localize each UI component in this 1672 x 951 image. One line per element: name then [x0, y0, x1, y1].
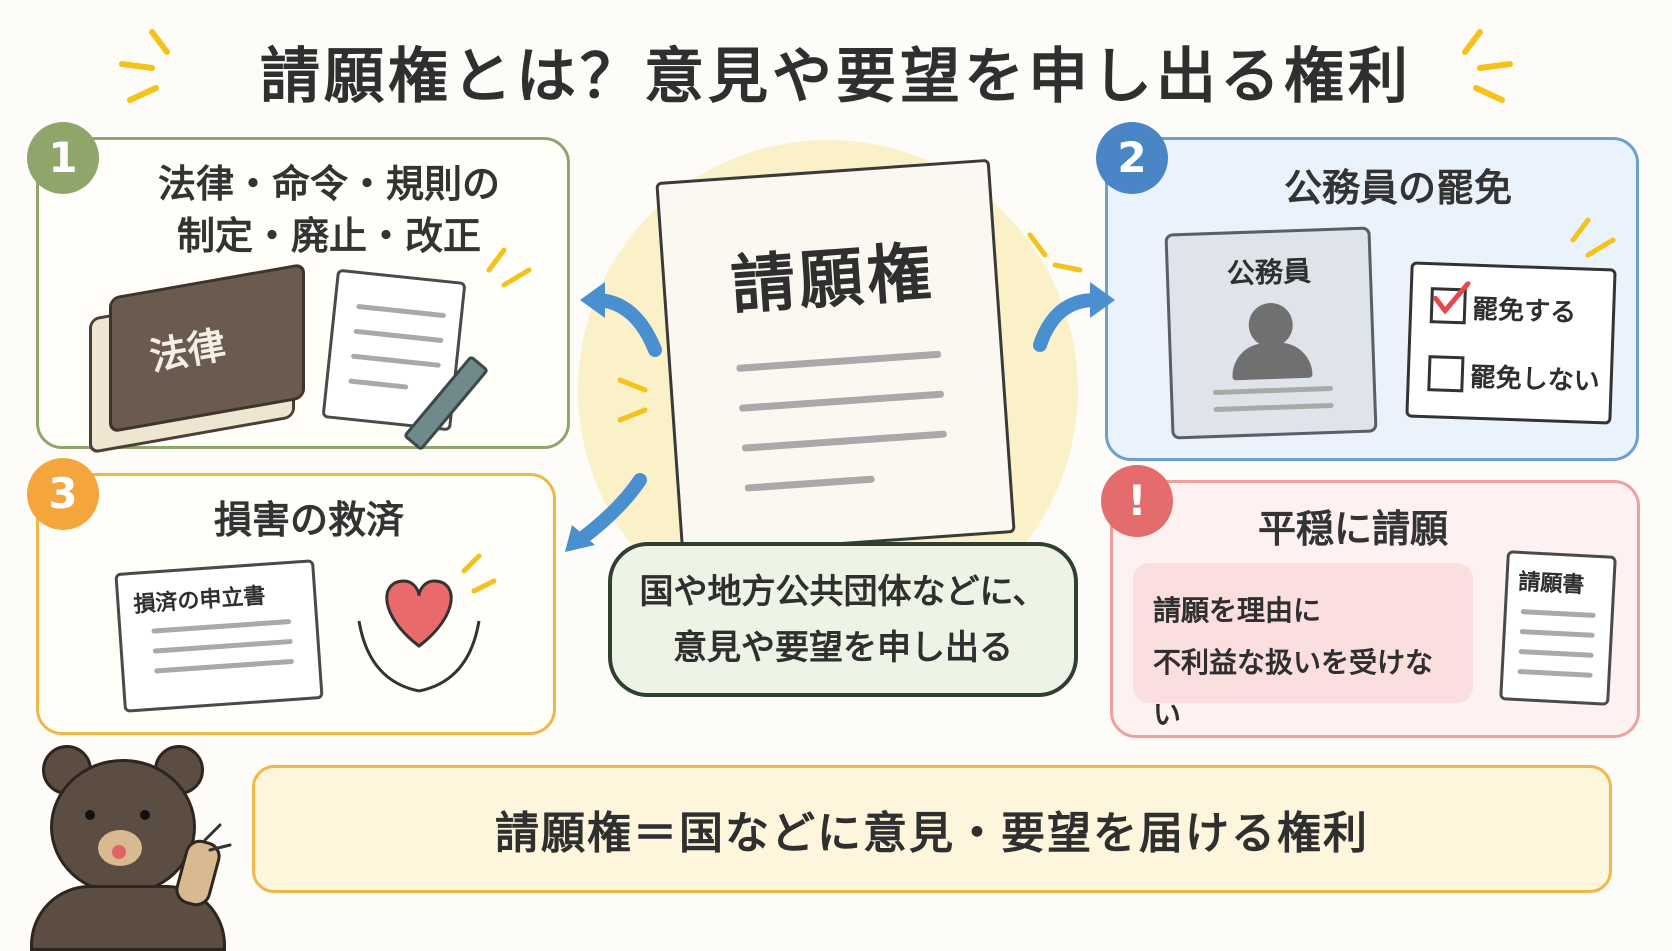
arrow-icon-to-panel2 — [1033, 282, 1115, 352]
checkbox-checked-icon — [1429, 280, 1471, 325]
summary-text: 請願権＝国などに意見・要望を届ける権利 — [495, 808, 1369, 859]
panel-law-title-line2: 制定・廃止・改正 — [176, 214, 481, 258]
ballot: 罷免する 罷免しない — [1405, 261, 1617, 425]
person-icon — [1247, 302, 1294, 348]
summary-box: 請願権＝国などに意見・要望を届ける権利 — [252, 765, 1612, 893]
sparkle-icon — [1027, 232, 1083, 273]
sparkle-icon — [1570, 217, 1616, 258]
badge-3: 3 — [27, 458, 99, 530]
panel-law-title-line1: 法律・命令・規則の — [157, 162, 500, 206]
option-not-dismiss: 罷免しない — [1469, 362, 1601, 398]
sparkle-icon — [203, 823, 232, 852]
arrow-icon-to-panel3 — [565, 473, 647, 552]
panel-peaceful-title: 平穏に請願 — [1257, 507, 1448, 551]
panel-dismissal-title: 公務員の罷免 — [1283, 166, 1512, 210]
checkbox-empty-icon — [1427, 355, 1465, 393]
panel-relief: 3 損害の救済 損済の申立書 — [27, 458, 556, 735]
card-label: 公務員 — [1226, 254, 1312, 291]
note-box: 請願を理由に 不利益な扱いを受けない — [1133, 563, 1473, 731]
petition-doc-label: 請願書 — [1517, 569, 1585, 599]
panel-peaceful: ! 平穏に請願 請願を理由に 不利益な扱いを受けない 請願書 — [1101, 465, 1640, 738]
book-icon: 法律 — [89, 262, 309, 455]
badge-exclamation: ! — [1101, 465, 1173, 537]
sparkle-icon — [486, 247, 532, 288]
panel-dismissal: 2 公務員の罷免 公務員 罷免する 罷免しない — [1096, 122, 1639, 461]
sparkle-icon-left — [119, 29, 170, 103]
sparkle-icon — [617, 377, 648, 423]
badge-1: 1 — [27, 122, 99, 194]
option-dismiss: 罷免する — [1471, 294, 1577, 329]
center-document-title: 請願権 — [728, 235, 938, 325]
bear-mascot-icon — [30, 745, 232, 951]
definition-bubble: 国や地方公共団体などに、 意見や要望を申し出る — [608, 542, 1078, 697]
arrow-icon-to-panel1 — [580, 282, 662, 357]
badge-2: 2 — [1096, 122, 1168, 194]
panel-law: 1 法律・命令・規則の 制定・廃止・改正 法律 — [27, 122, 570, 455]
form-label: 損済の申立書 — [132, 583, 267, 618]
id-card: 公務員 — [1164, 226, 1378, 440]
page-title: 請願権とは？意見や要望を申し出る権利 — [260, 42, 1412, 112]
note-line2: 不利益な扱いを受けない — [1153, 646, 1434, 731]
center-document: 請願権 — [655, 158, 1016, 557]
panel-relief-title: 損害の救済 — [213, 498, 404, 542]
sparkle-icon-right — [1462, 29, 1513, 103]
definition-line2: 意見や要望を申し出る — [673, 628, 1013, 668]
heart-hands-icon — [357, 553, 497, 693]
panel-law-title: 法律・命令・規則の 制定・廃止・改正 — [119, 158, 539, 262]
petition-document: 請願書 — [1499, 550, 1617, 706]
definition-line1: 国や地方公共団体などに、 — [639, 572, 1047, 612]
petition-form: 損済の申立書 — [114, 559, 324, 713]
note-line1: 請願を理由に — [1153, 594, 1322, 627]
